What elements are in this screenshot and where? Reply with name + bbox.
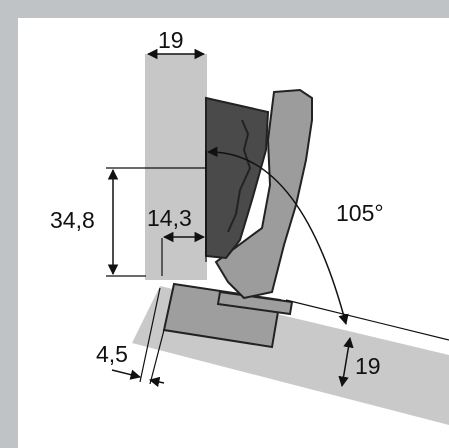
dim-4-5-line-right	[148, 376, 165, 388]
cabinet-side-panel	[145, 54, 207, 280]
dim-4-5-ext-1	[139, 287, 161, 383]
dim-19-bottom-line	[338, 336, 354, 388]
dim-34-8-label: 34,8	[50, 207, 95, 233]
dim-19-top-label: 19	[158, 27, 184, 53]
angle-105-arc	[206, 146, 349, 326]
dim-4-5-ext-2	[149, 329, 165, 385]
dim-4-5-label: 4,5	[96, 341, 128, 367]
door-top-ext-line	[285, 299, 449, 341]
dim-4-5-line-left	[111, 369, 142, 380]
dim-19-bottom-label: 19	[355, 353, 381, 379]
angle-105-label: 105°	[336, 200, 384, 226]
dim-14-3-label: 14,3	[147, 205, 192, 231]
